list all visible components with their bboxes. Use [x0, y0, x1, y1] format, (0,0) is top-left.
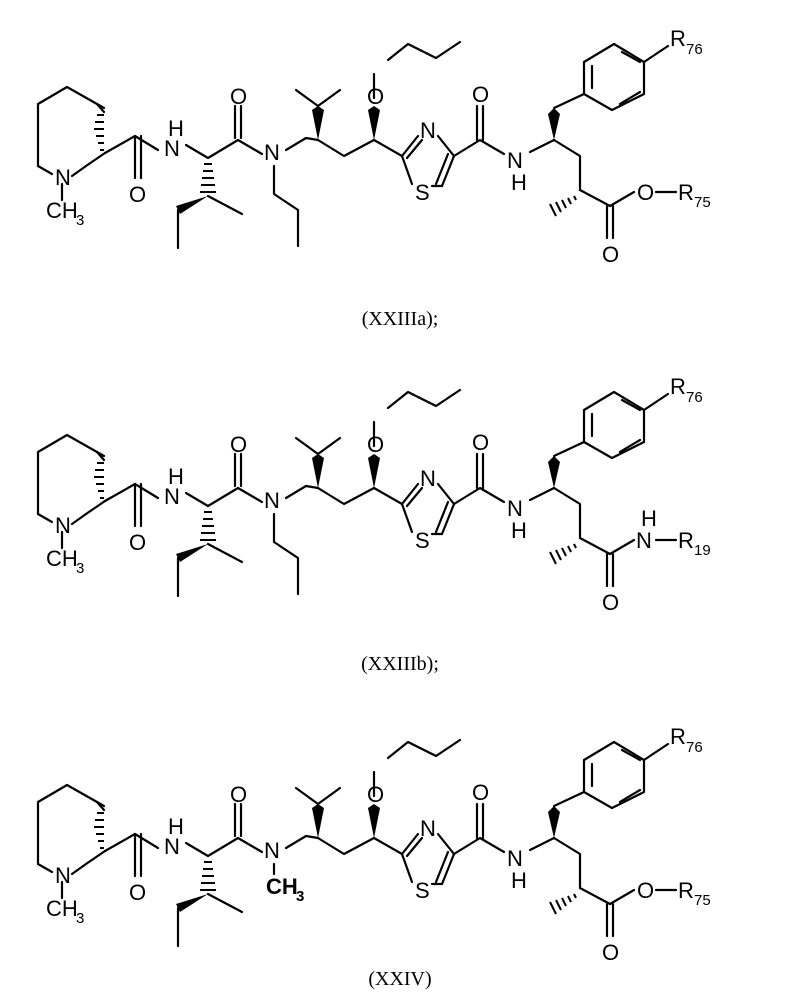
structure-xxiiia: N CH 3 O H N O N O N S O N H R 76 O O R …: [38, 26, 711, 267]
amide-o2-atom: O: [230, 782, 247, 807]
amide-o3-atom: O: [472, 430, 489, 455]
amide-o2-atom: O: [230, 432, 247, 457]
r75-label: R: [678, 878, 694, 903]
thiazole-n-atom: N: [420, 466, 436, 491]
thiazole-n-atom: N: [420, 816, 436, 841]
ester-link-o-atom: O: [637, 180, 654, 205]
r19-sub-label: 19: [694, 542, 711, 559]
main-n-methyl-ch-label: CH: [266, 874, 298, 899]
ether-o-atom: O: [367, 84, 384, 109]
caption-xxiiib: (XXIIIb);: [0, 653, 800, 676]
ester-carbonyl-o-atom: O: [602, 940, 619, 965]
ether-o-atom: O: [367, 432, 384, 457]
n-propyl-bonds: [274, 166, 298, 246]
ester-carbonyl-o-atom: O: [602, 242, 619, 267]
caption-xxiiia: (XXIIIa);: [0, 308, 800, 331]
r76-sub-label: 76: [686, 389, 703, 406]
r76-label: R: [670, 724, 686, 749]
main-n-atom: N: [264, 140, 280, 165]
amide-o1-atom: O: [129, 880, 146, 905]
nh1-n-atom: N: [164, 834, 180, 859]
nh1-n-atom: N: [164, 136, 180, 161]
ester-link-o-atom: O: [637, 878, 654, 903]
thiazole-s-atom: S: [415, 180, 430, 205]
r19-label: R: [678, 528, 694, 553]
main-n-methyl-sub-label: 3: [296, 888, 304, 905]
backbone-bonds: [38, 390, 668, 596]
n-methyl-sub-label: 3: [76, 560, 84, 577]
structure-xxiiib: N CH 3 O H N O N O N S O N H R 76 O H N …: [38, 374, 711, 615]
n-methyl-ch-label: CH: [46, 198, 78, 223]
n-methyl-sub-label: 3: [76, 212, 84, 229]
main-n-atom: N: [264, 488, 280, 513]
r76-label: R: [670, 374, 686, 399]
caption-xxiv: (XXIV): [0, 968, 800, 991]
nh1-n-atom: N: [164, 484, 180, 509]
r76-sub-label: 76: [686, 739, 703, 756]
r76-sub-label: 76: [686, 41, 703, 58]
ether-o-atom: O: [367, 782, 384, 807]
piperidine-n-atom: N: [55, 863, 71, 888]
amide-o1-atom: O: [129, 182, 146, 207]
r75-sub-label: 75: [694, 892, 711, 909]
n-methyl-ch-label: CH: [46, 896, 78, 921]
r76-label: R: [670, 26, 686, 51]
thiazole-s-atom: S: [415, 878, 430, 903]
nh2-h-atom: H: [511, 868, 527, 893]
amide-o2-atom: O: [230, 84, 247, 109]
backbone-bonds: [38, 740, 668, 946]
amide-o3-atom: O: [472, 82, 489, 107]
piperidine-n-atom: N: [55, 513, 71, 538]
main-n-atom: N: [264, 838, 280, 863]
piperidine-n-atom: N: [55, 165, 71, 190]
amide-carbonyl-o-atom: O: [602, 590, 619, 615]
amide-o1-atom: O: [129, 530, 146, 555]
thiazole-n-atom: N: [420, 118, 436, 143]
n-propyl-bonds: [274, 514, 298, 594]
n-methyl-ch-label: CH: [46, 546, 78, 571]
terminal-nh-n-atom: N: [636, 528, 652, 553]
backbone-bonds: [38, 42, 668, 248]
r75-label: R: [678, 180, 694, 205]
amide-o3-atom: O: [472, 780, 489, 805]
nh2-h-atom: H: [511, 518, 527, 543]
n-methyl-sub-label: 3: [76, 910, 84, 927]
structure-xxiv: N CH 3 O H N O N CH 3 O N S O N H R 76 O…: [38, 724, 711, 965]
nh2-h-atom: H: [511, 170, 527, 195]
thiazole-s-atom: S: [415, 528, 430, 553]
r75-sub-label: 75: [694, 194, 711, 211]
